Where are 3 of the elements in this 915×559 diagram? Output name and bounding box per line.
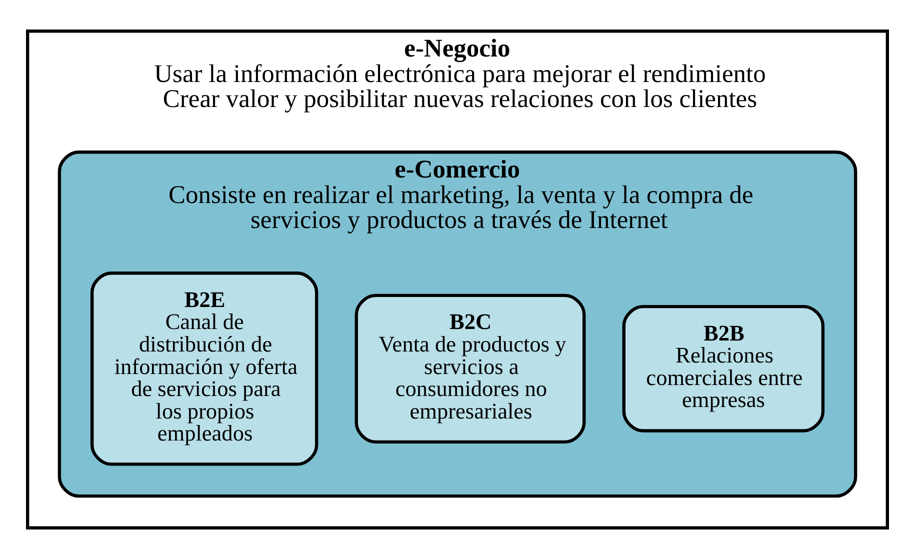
- node-box: B2C Venta de productos y servicios a consumidores no empresariales: [354, 294, 586, 444]
- node-box: B2B Relaciones comerciales entre empresas: [622, 304, 825, 432]
- node-box: B2E Canal de distribución de información y oferta de servicios para los propios empleados: [90, 272, 318, 466]
